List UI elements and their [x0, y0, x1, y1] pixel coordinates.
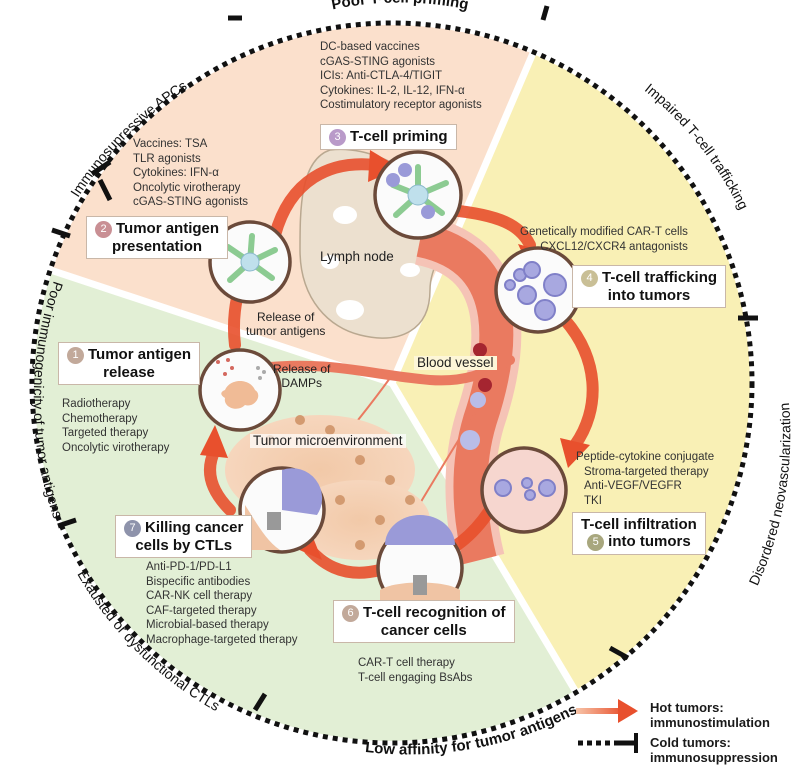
- step-6-number: 6: [342, 605, 359, 622]
- tumor-microenvironment-caption: Tumor microenvironment: [250, 434, 406, 448]
- release-damps-caption: Release of DAMPs: [273, 362, 330, 390]
- therapy-item: TLR agonists: [133, 152, 201, 165]
- therapy-item: Macrophage-targeted therapy: [146, 633, 298, 646]
- therapy-item: TKI: [584, 494, 602, 507]
- arrow-4-to-5: [559, 314, 599, 451]
- step-6-title-line2: cancer cells: [380, 622, 467, 639]
- step-3-therapies: DC-based vaccines cGAS-STING agonists IC…: [320, 40, 482, 113]
- therapy-item: Radiotherapy: [62, 398, 131, 410]
- therapy-item: Anti-PD-1/PD-L1: [146, 561, 232, 573]
- legend-hot-arrow-icon: [576, 699, 638, 723]
- step-4-title-line2: into tumors: [607, 287, 691, 304]
- step-4-therapies: Genetically modified CAR-T cells CXCL12/…: [520, 225, 688, 254]
- circle-step-1: [198, 348, 282, 432]
- therapy-item: CAF-targeted therapy: [146, 604, 257, 617]
- therapy-item: Cytokines: IFN-α: [133, 167, 219, 179]
- step-5-number: 5: [587, 534, 605, 551]
- therapy-item: Chemotherapy: [62, 412, 138, 425]
- legend-cold-label: Cold tumors: immunosuppression: [650, 735, 778, 765]
- legend-hot-label: Hot tumors: immunostimulation: [650, 700, 770, 730]
- therapy-item: Oncolytic virotherapy: [62, 441, 170, 454]
- therapy-item: Costimulatory receptor agonists: [320, 99, 482, 111]
- therapy-item: Oncolytic virotherapy: [133, 181, 241, 194]
- release-tumor-antigens-caption: Release of tumor antigens: [246, 310, 325, 338]
- therapy-item: CAR-NK cell therapy: [146, 590, 253, 602]
- ring-label-disordered-neovascularization: Disordered neovascularization: [745, 402, 793, 587]
- arrow-3-to-4: [444, 204, 536, 251]
- therapy-item: Genetically modified CAR-T cells: [520, 226, 688, 238]
- therapy-item: Targeted therapy: [62, 427, 149, 439]
- step-4-number: 4: [581, 270, 598, 287]
- therapy-item: DC-based vaccines: [320, 41, 420, 53]
- step-5-title-line1: T-cell infiltration: [581, 516, 697, 533]
- step-7-title-line1: Killing cancer: [145, 519, 244, 536]
- legend-line: immunostimulation: [650, 715, 770, 730]
- inhibition-bars: [51, 5, 758, 712]
- circle-step-6: [376, 515, 464, 612]
- step-2-title-line1: Tumor antigen: [116, 220, 220, 237]
- step-5-therapies: Peptide-cytokine conjugate Stroma-target…: [576, 450, 714, 508]
- circle-step-4: [494, 246, 582, 334]
- step-2-title-line2: presentation: [112, 238, 203, 255]
- outer-dotted-ring: [29, 20, 755, 746]
- step-5-title-line2: into tumors: [608, 533, 691, 550]
- step-3-title-line1: T-cell priming: [350, 128, 448, 145]
- legend-line: Hot tumors:: [650, 700, 724, 715]
- step-3-number: 3: [329, 129, 346, 146]
- circle-step-2: [208, 220, 292, 304]
- step-7-therapies: Anti-PD-1/PD-L1 Bispecific antibodies CA…: [146, 560, 298, 647]
- therapy-item: T-cell engaging BsAbs: [358, 671, 473, 684]
- therapy-item: Vaccines: TSA: [133, 138, 208, 150]
- step-7-title-line2: cells by CTLs: [135, 537, 233, 554]
- lymph-node-caption: Lymph node: [320, 249, 394, 264]
- step-2-therapies: Vaccines: TSA TLR agonists Cytokines: IF…: [133, 137, 248, 210]
- step-4-title-line1: T-cell trafficking: [602, 269, 718, 286]
- ring-label-poor-priming: Poor T-cell priming: [330, 0, 470, 13]
- therapy-item: CAR-T cell therapy: [358, 657, 455, 669]
- blood-vessel-caption: Blood vessel: [414, 356, 497, 370]
- step-7-number: 7: [124, 520, 141, 537]
- caption-line: Release of: [257, 310, 315, 324]
- caption-line: tumor antigens: [246, 324, 326, 338]
- step-2-number: 2: [95, 221, 112, 238]
- circle-step-3: [373, 150, 463, 240]
- step-1-number: 1: [67, 347, 84, 364]
- caption-line: DAMPs: [281, 376, 323, 390]
- therapy-item: Peptide-cytokine conjugate: [576, 451, 715, 463]
- therapy-item: cGAS-STING agonists: [133, 196, 249, 208]
- step-1-title-line1: Tumor antigen: [88, 346, 192, 363]
- caption-line: Release of: [273, 362, 331, 376]
- arrow-2-to-3: [269, 158, 381, 241]
- legend-line: immunosuppression: [650, 750, 778, 765]
- therapy-item: CXCL12/CXCR4 antagonists: [540, 240, 688, 253]
- step-6-title-line1: T-cell recognition of: [363, 604, 506, 621]
- therapy-item: Stroma-targeted therapy: [584, 465, 709, 478]
- legend-cold-inhibit-icon: [578, 733, 638, 753]
- therapy-item: Cytokines: IL-2, IL-12, IFN-α: [320, 84, 465, 97]
- therapy-item: Microbial-based therapy: [146, 619, 269, 631]
- therapy-item: cGAS-STING agonists: [320, 55, 436, 68]
- therapy-item: ICIs: Anti-CTLA-4/TIGIT: [320, 70, 443, 82]
- therapy-item: Bispecific antibodies: [146, 575, 251, 588]
- circle-step-7: [238, 466, 326, 554]
- step-6-therapies: CAR-T cell therapy T-cell engaging BsAbs: [358, 656, 472, 685]
- step-1-title-line2: release: [103, 364, 155, 381]
- step-1-therapies: Radiotherapy Chemotherapy Targeted thera…: [62, 397, 169, 455]
- legend-line: Cold tumors:: [650, 735, 731, 750]
- circle-step-5: [480, 446, 568, 534]
- therapy-item: Anti-VEGF/VEGFR: [584, 480, 682, 492]
